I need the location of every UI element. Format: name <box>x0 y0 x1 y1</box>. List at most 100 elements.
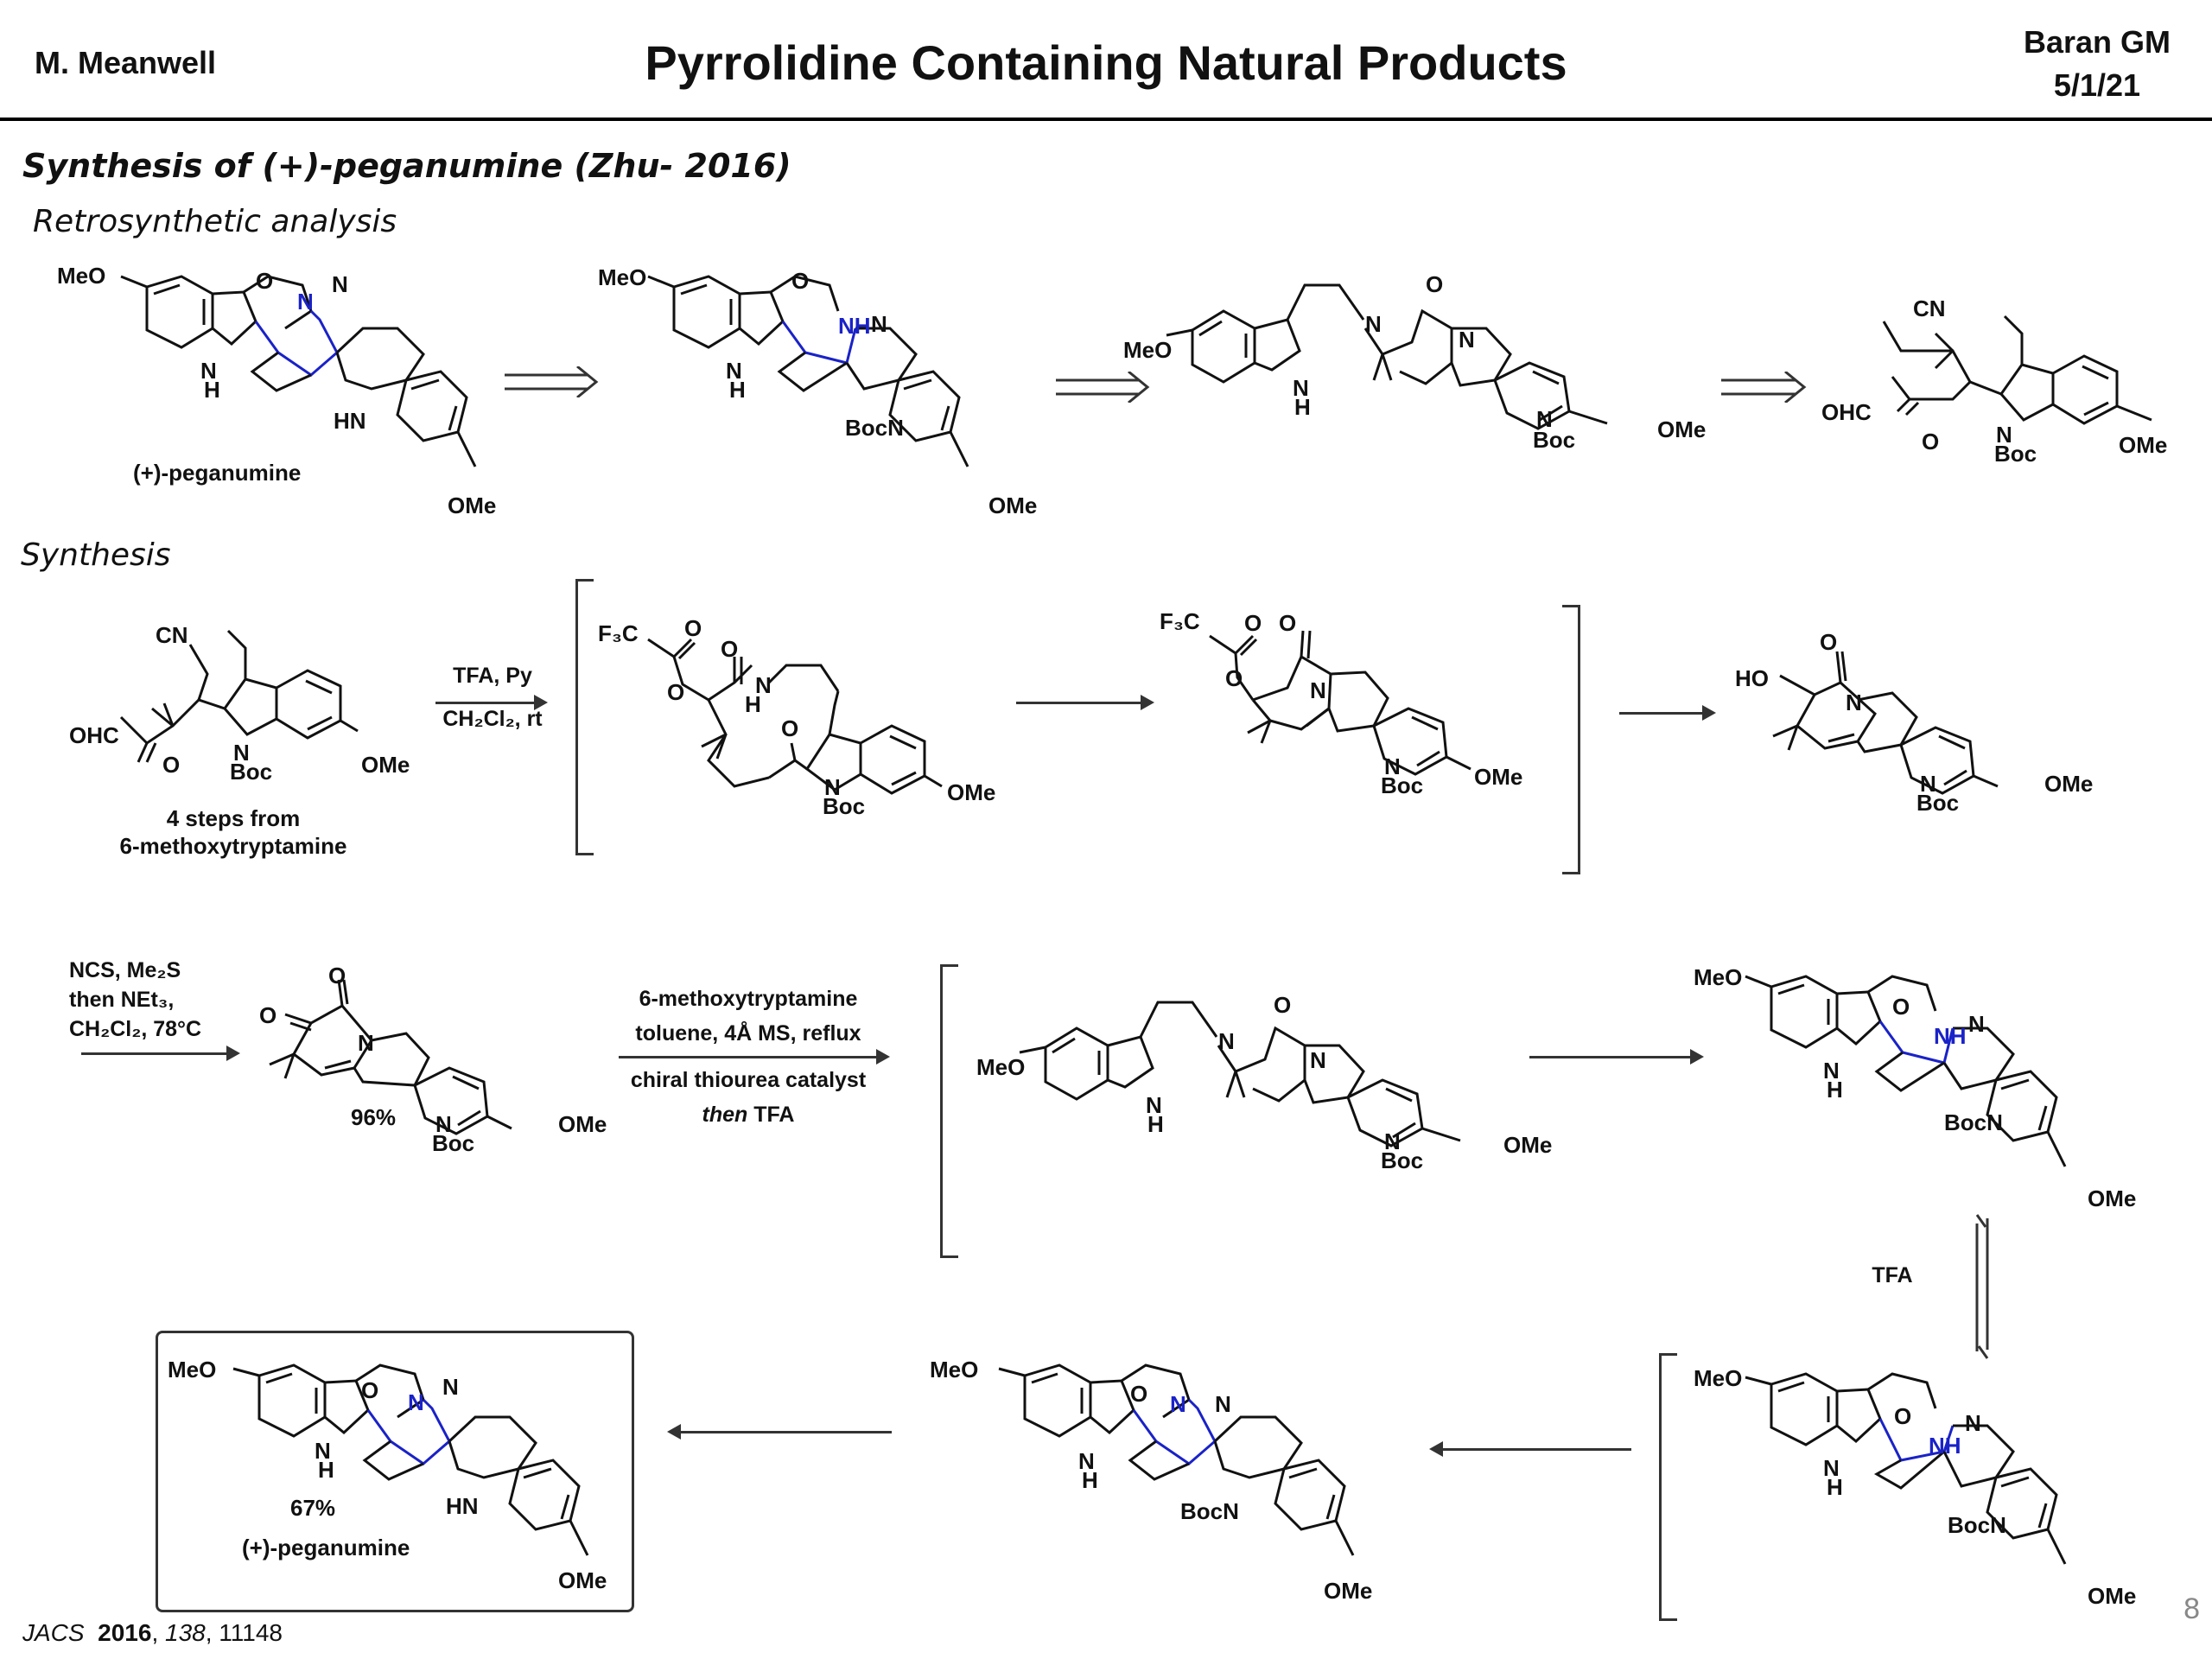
molecule-retro-intermediate-1: MeO N H O NH N BocN OMe <box>596 264 1046 527</box>
atom-n: N <box>358 1030 374 1056</box>
atom-n: N <box>233 740 250 766</box>
atom-ho: HO <box>1735 665 1769 691</box>
atom-n: N <box>1965 1410 1981 1436</box>
reaction-arrow-1 <box>435 702 539 704</box>
structure-drawing <box>232 1363 589 1556</box>
atom-n: N <box>442 1374 459 1400</box>
atom-meo: MeO <box>930 1357 979 1382</box>
atom-o: O <box>667 679 685 705</box>
cond-line: toluene, 4Å MS, reflux <box>635 1021 861 1046</box>
atom-n-h: N <box>315 1438 331 1464</box>
atom-ohc: OHC <box>1821 399 1872 425</box>
atom-nh-blue: NH <box>1929 1433 1961 1459</box>
atom-ome: OMe <box>558 1111 607 1137</box>
bracket-left <box>575 579 594 855</box>
atom-meo: MeO <box>1694 964 1743 990</box>
atom-boc: Boc <box>1994 441 2037 467</box>
molecule-dione: O O N 96% N Boc OMe <box>259 963 622 1158</box>
atom-hn: HN <box>334 408 366 434</box>
cond-line: then NEt₃, <box>69 988 175 1012</box>
atom-ome: OMe <box>947 779 996 805</box>
arrowhead <box>1690 1049 1704 1065</box>
reaction-arrow-6 <box>1529 1056 1694 1058</box>
page-title: Pyrrolidine Containing Natural Products <box>645 35 1567 90</box>
atom-ome: OMe <box>2088 1185 2137 1211</box>
atom-o-ester: O <box>1244 610 1262 636</box>
atom-n-indole: N <box>1384 753 1401 779</box>
atom-n: N <box>1968 1011 1985 1037</box>
atom-n-h: N <box>726 358 742 384</box>
retro-arrow-3 <box>1721 370 1808 407</box>
molecule-retro-aldehyde: CN OHC O N Boc OMe <box>1821 296 2186 472</box>
atom-imine-n: N <box>1218 1028 1235 1054</box>
cond-line: chiral thiourea catalyst <box>630 1068 867 1092</box>
atom-n-h: N <box>1078 1448 1095 1474</box>
atom-ome: OMe <box>448 493 497 518</box>
atom-ome: OMe <box>1324 1578 1373 1604</box>
atom-o-ketone: O <box>781 715 799 741</box>
header-rule <box>0 118 2212 121</box>
atom-cn: CN <box>156 622 188 648</box>
reaction-arrow-8 <box>679 1431 892 1433</box>
atom-nh-blue: NH <box>1934 1023 1967 1049</box>
header-date: 5/1/21 <box>2053 67 2141 103</box>
structure-drawing <box>1745 975 2067 1167</box>
atom-bocn: BocN <box>1180 1498 1239 1524</box>
atom-n: N <box>755 672 772 698</box>
molecule-peganumine-final: MeO N H O N N HN OMe 67% (+)-peganumine <box>164 1357 613 1607</box>
atom-n: N <box>1310 677 1326 703</box>
molecule-imine-intermediate: MeO N H N O N N Boc OMe <box>976 985 1564 1184</box>
atom-n-blue: N <box>1170 1391 1186 1417</box>
equilibrium-arrow <box>1967 1213 2001 1364</box>
atom-ome: OMe <box>1503 1132 1553 1158</box>
atom-n: N <box>1846 690 1862 715</box>
label-peganumine: (+)-peganumine <box>242 1535 410 1560</box>
atom-meo: MeO <box>1694 1365 1743 1391</box>
author-name: M. Meanwell <box>35 45 217 80</box>
structure-drawing <box>1166 283 1608 430</box>
atom-n-h: N <box>200 358 217 384</box>
bracket-right <box>1562 605 1580 874</box>
atom-meo: MeO <box>976 1054 1026 1080</box>
retro-arrow-1 <box>505 365 600 402</box>
molecule-intermediate-alcohol: HO O N N Boc OMe <box>1728 629 2177 830</box>
atom-n-h: N <box>1823 1455 1840 1481</box>
atom-f3c: F₃C <box>598 620 639 646</box>
atom-o: O <box>256 268 274 294</box>
molecule-intermediate-tfa-amide: F₃C O O O N H O N Boc OMe <box>596 605 1011 830</box>
group-name: Baran GM <box>2023 24 2171 60</box>
arrowhead <box>1141 695 1154 710</box>
reaction-arrow-7 <box>1441 1448 1631 1451</box>
atom-n: N <box>871 311 887 337</box>
citation: JACS 2016, 138, 11148 <box>22 1619 283 1646</box>
atom-n-lactam: N <box>1459 327 1475 353</box>
reaction-arrow-3 <box>1619 712 1706 715</box>
bracket-left <box>1659 1353 1677 1621</box>
arrowhead <box>876 1049 890 1065</box>
label-yield-96: 96% <box>351 1104 397 1130</box>
atom-bocn: BocN <box>1944 1109 2003 1135</box>
conditions-step2: NCS, Me₂S then NEt₃, CH₂Cl₂, 78°C <box>69 956 242 1044</box>
atom-o: O <box>1894 1403 1912 1429</box>
atom-h: H <box>1294 394 1311 420</box>
citation-pages: , 11148 <box>205 1619 283 1646</box>
cond-line: CH₂Cl₂, rt <box>442 707 543 731</box>
atom-n-boc: N <box>1536 406 1553 432</box>
atom-o-lactam: O <box>328 963 346 988</box>
atom-n-indole: N <box>824 774 841 800</box>
atom-h: H <box>745 691 761 717</box>
atom-boc: Boc <box>1381 1147 1424 1173</box>
atom-h: H <box>318 1457 334 1483</box>
atom-boc: Boc <box>1916 790 1960 816</box>
atom-h: H <box>1827 1474 1843 1500</box>
reaction-arrow-5 <box>619 1056 878 1058</box>
structure-drawing <box>1019 1001 1461 1147</box>
atom-n: N <box>332 271 348 297</box>
atom-n-lactam: N <box>1310 1047 1326 1073</box>
cond-line: then TFA <box>610 1097 887 1132</box>
atom-bocn: BocN <box>1948 1512 2006 1538</box>
atom-o-lactam: O <box>1279 610 1297 636</box>
section-title: Synthesis of (+)-peganumine (Zhu- 2016) <box>22 147 791 185</box>
atom-h: H <box>1827 1077 1843 1103</box>
atom-o: O <box>1892 994 1910 1020</box>
